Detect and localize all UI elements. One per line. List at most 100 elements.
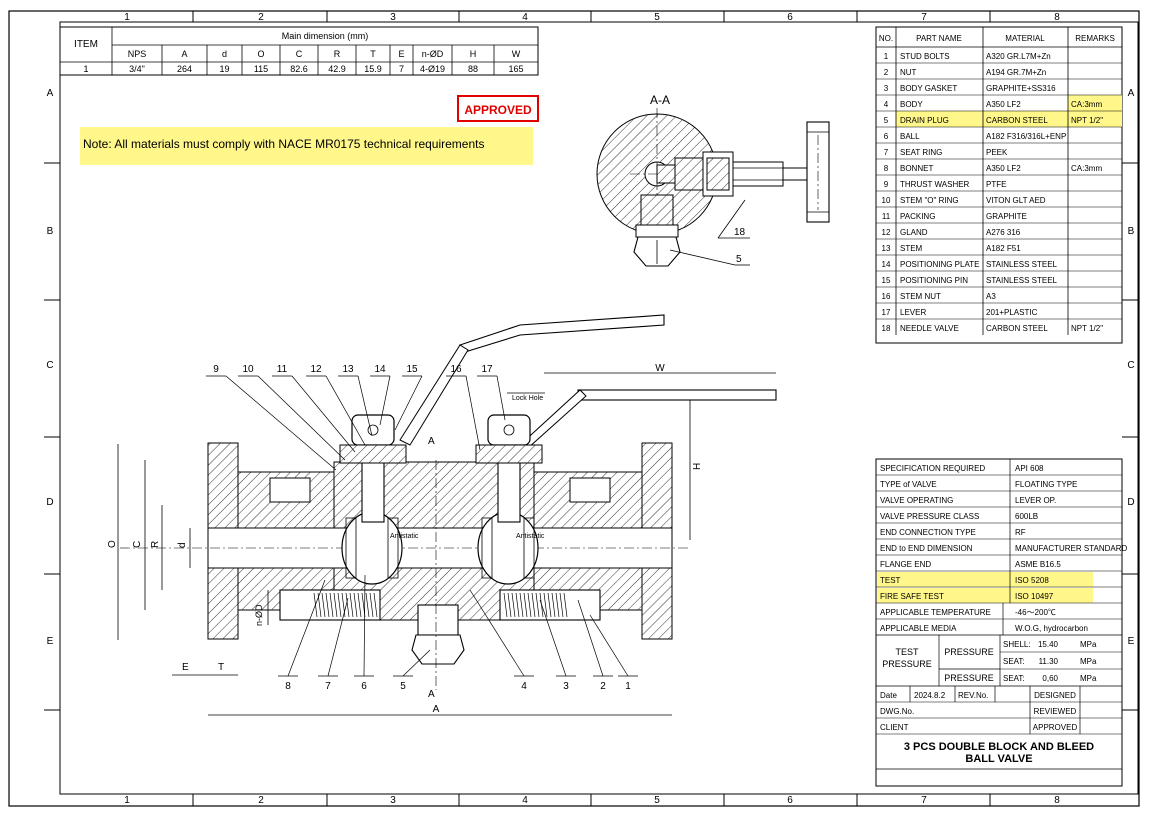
pressure-type: SEAT: bbox=[1003, 657, 1025, 666]
zone-row-left: B bbox=[47, 226, 54, 237]
spec-label: SPECIFICATION REQUIRED bbox=[880, 464, 985, 473]
dim-nd-label: n-ØD bbox=[254, 604, 264, 626]
spec-value: API 608 bbox=[1015, 464, 1044, 473]
designed-label: DESIGNED bbox=[1034, 691, 1076, 700]
zone-col-bottom: 4 bbox=[522, 795, 528, 806]
spec-value: W.O.G, hydrocarbon bbox=[1015, 624, 1088, 633]
callout-16: 16 bbox=[450, 364, 462, 375]
callout-11: 11 bbox=[277, 364, 288, 375]
dim-header-cell: C bbox=[296, 49, 303, 59]
dim-value-cell: 82.6 bbox=[290, 64, 308, 74]
callout-13: 13 bbox=[342, 364, 354, 375]
zone-col-top: 4 bbox=[522, 12, 528, 23]
part-material: GRAPHITE bbox=[986, 212, 1027, 221]
dim-header-cell: A bbox=[181, 49, 187, 59]
dim-d-label: d bbox=[177, 542, 188, 548]
part-material: A3 bbox=[986, 292, 996, 301]
dim-value-cell: 42.9 bbox=[328, 64, 346, 74]
spec-label: VALVE OPERATING bbox=[880, 496, 953, 505]
part-no: 18 bbox=[882, 324, 891, 333]
antistatic-label-2: Antistatic bbox=[516, 533, 545, 540]
zone-row-right: B bbox=[1128, 226, 1135, 237]
part-no: 14 bbox=[882, 260, 891, 269]
part-name: POSITIONING PLATE bbox=[900, 260, 979, 269]
dim-value-cell: 264 bbox=[177, 64, 192, 74]
callout-8: 8 bbox=[285, 681, 291, 692]
part-material: A276 316 bbox=[986, 228, 1021, 237]
part-material: CARBON STEEL bbox=[986, 116, 1048, 125]
zone-col-bottom: 3 bbox=[390, 795, 396, 806]
pressure-label: PRESSURE bbox=[944, 673, 994, 683]
callout-4: 4 bbox=[521, 681, 527, 692]
approved-label: APPROVED bbox=[1033, 723, 1078, 732]
spec-label: TYPE of VALVE bbox=[880, 480, 937, 489]
item-value: 1 bbox=[83, 64, 88, 74]
zone-col-top: 8 bbox=[1054, 12, 1060, 23]
dwg-label: DWG.No. bbox=[880, 707, 914, 716]
callout-14: 14 bbox=[374, 364, 386, 375]
antistatic-label-1: Antistatic bbox=[390, 533, 419, 540]
zone-col-top: 6 bbox=[787, 12, 793, 23]
dim-value-cell: 15.9 bbox=[364, 64, 382, 74]
part-name: BODY GASKET bbox=[900, 84, 957, 93]
drawing-border bbox=[8, 10, 1140, 807]
dim-value-cell: 3/4" bbox=[129, 64, 145, 74]
part-name: STEM "O" RING bbox=[900, 196, 959, 205]
part-remarks: CA:3mm bbox=[1071, 100, 1102, 109]
part-no: 13 bbox=[882, 244, 891, 253]
spec-value: ISO 10497 bbox=[1015, 592, 1054, 601]
dim-header-cell: T bbox=[370, 49, 376, 59]
part-no: 6 bbox=[884, 132, 889, 141]
part-material: CARBON STEEL bbox=[986, 324, 1048, 333]
part-name: PACKING bbox=[900, 212, 935, 221]
part-material: PEEK bbox=[986, 148, 1008, 157]
part-no: 7 bbox=[884, 148, 889, 157]
part-name: POSITIONING PIN bbox=[900, 276, 968, 285]
dim-h-label: H bbox=[692, 463, 703, 470]
part-no: 5 bbox=[884, 116, 889, 125]
part-no: 3 bbox=[884, 84, 889, 93]
part-no: 16 bbox=[882, 292, 891, 301]
dim-a-label: A bbox=[433, 704, 440, 715]
part-no: 17 bbox=[882, 308, 891, 317]
zone-col-top: 3 bbox=[390, 12, 396, 23]
part-name: BALL bbox=[900, 132, 920, 141]
spec-label: VALVE PRESSURE CLASS bbox=[880, 512, 979, 521]
spec-value: LEVER OP. bbox=[1015, 496, 1056, 505]
main-dimension-table: NPS3/4"A264d19O115C82.6R42.9T15.9E7n-ØD4… bbox=[59, 26, 539, 76]
dim-header-cell: d bbox=[222, 49, 227, 59]
spec-label: APPLICABLE MEDIA bbox=[880, 624, 957, 633]
spec-label: END to END DIMENSION bbox=[880, 544, 973, 553]
zone-col-bottom: 1 bbox=[124, 795, 130, 806]
callout-17: 17 bbox=[481, 364, 493, 375]
zone-col-bottom: 5 bbox=[654, 795, 660, 806]
zone-row-left: D bbox=[46, 497, 53, 508]
part-material: PTFE bbox=[986, 180, 1006, 189]
zone-col-bottom: 6 bbox=[787, 795, 793, 806]
zone-col-top: 2 bbox=[258, 12, 264, 23]
part-material: STAINLESS STEEL bbox=[986, 276, 1058, 285]
test-pressure-label: TEST bbox=[895, 647, 919, 657]
zone-row-right: A bbox=[1128, 88, 1135, 99]
part-name: NEEDLE VALVE bbox=[900, 324, 959, 333]
approved-stamp: APPROVED bbox=[457, 95, 539, 122]
callout-3: 3 bbox=[563, 681, 569, 692]
part-name: BONNET bbox=[900, 164, 933, 173]
spec-value: FLOATING TYPE bbox=[1015, 480, 1077, 489]
zone-col-bottom: 8 bbox=[1054, 795, 1060, 806]
zone-col-bottom: 2 bbox=[258, 795, 264, 806]
spec-value: ASME B16.5 bbox=[1015, 560, 1061, 569]
zone-row-left: E bbox=[47, 636, 54, 647]
part-remarks: NPT 1/2" bbox=[1071, 324, 1103, 333]
main-dimension-header: Main dimension (mm) bbox=[282, 31, 369, 41]
lock-hole-label: Lock Hole bbox=[512, 395, 543, 402]
zone-col-top: 7 bbox=[921, 12, 927, 23]
dim-header-cell: O bbox=[257, 49, 264, 59]
part-remarks: CA:3mm bbox=[1071, 164, 1102, 173]
spec-label: FIRE SAFE TEST bbox=[880, 592, 944, 601]
parts-header: NO. bbox=[879, 34, 893, 43]
dim-header-cell: W bbox=[512, 49, 521, 59]
part-no: 12 bbox=[882, 228, 891, 237]
